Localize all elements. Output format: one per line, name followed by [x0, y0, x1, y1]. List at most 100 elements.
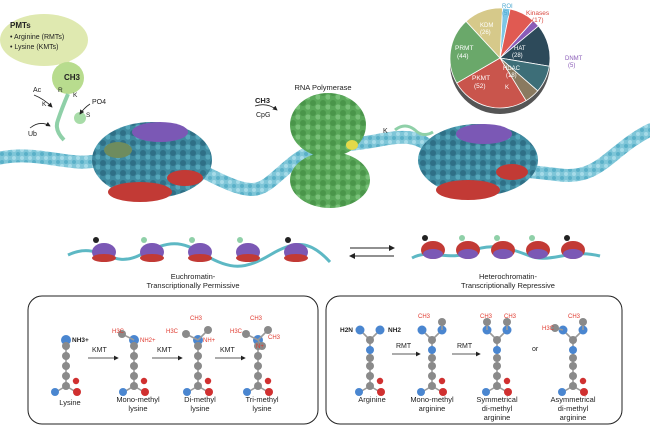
chain-atom	[428, 362, 436, 370]
pie-label-kdm: KDM	[480, 23, 493, 29]
nitrogen-atom	[51, 388, 59, 396]
arg-nh2: NH2	[388, 327, 401, 334]
pie-value-kdm: (26)	[480, 30, 491, 36]
arg-or: or	[532, 346, 539, 353]
oxygen-atom	[73, 388, 81, 396]
arg-name-arginine: Arginine	[358, 395, 386, 404]
rmt-1: RMT	[396, 343, 412, 350]
pie-chart	[449, 7, 551, 114]
arginine-molecules	[355, 318, 588, 396]
ch3-mid-label: CH3	[255, 96, 270, 105]
pie-value-roi: (5)	[502, 11, 509, 17]
carbon-atom	[194, 382, 202, 390]
carbon-atom	[254, 352, 262, 360]
chain-atom	[428, 354, 436, 362]
carbon-atom	[130, 342, 138, 350]
lys-name-mono-1: Mono-methyl	[116, 395, 160, 404]
pie-value-hat: (28)	[512, 53, 523, 59]
lys-di-h3c: H3C	[166, 329, 179, 335]
oxygen-atom	[439, 388, 447, 396]
arg-asym-h3c: H3C	[542, 326, 555, 332]
pmt-callout: PMTs • Arginine (RMTs) • Lysine (KMTs)	[0, 14, 88, 72]
heterochromatin-label-2: Transcriptionally Repressive	[461, 281, 555, 290]
carbon-atom	[254, 372, 262, 380]
methyl-carbon-atom	[258, 342, 266, 350]
lys-mono-h3c: H3C	[112, 329, 125, 335]
euchromatin-label-2: Transcriptionally Permissive	[146, 281, 239, 290]
oxygen-atom	[503, 377, 511, 385]
chain-atom	[366, 362, 374, 370]
arg-h2n: H2N	[340, 327, 353, 334]
histone-tail-right	[394, 124, 434, 137]
carbon-atom	[130, 362, 138, 370]
ub-arrow	[29, 121, 51, 129]
oxygen-atom	[580, 388, 588, 396]
oxygen-atom	[140, 377, 148, 385]
methyl-carbon-atom	[483, 318, 491, 326]
pie-value-prmt: (44)	[457, 53, 469, 60]
pmt-item-lysine: • Lysine (KMTs)	[10, 44, 58, 51]
chain-atom	[569, 382, 577, 390]
lys-name-mono-2: lysine	[128, 404, 147, 413]
nitrogen-atom	[558, 388, 566, 396]
nitrogen-atom	[119, 388, 127, 396]
carbon-atom	[130, 382, 138, 390]
nitrogen-atom	[375, 325, 385, 335]
chain-atom	[493, 346, 501, 354]
pie-label-hat: HAT	[514, 46, 526, 52]
chain-atom	[493, 372, 501, 380]
methyl-carbon-atom	[264, 326, 272, 334]
carbon-atom	[254, 362, 262, 370]
lysine-panel	[27, 295, 319, 425]
arg-name-asym-3: arginine	[560, 413, 587, 422]
pie-value-dnmt: (5)	[568, 63, 575, 69]
carbon-atom	[194, 352, 202, 360]
lysine-molecules	[51, 326, 273, 396]
pie-label-prmt: PRMT	[455, 45, 473, 52]
k-label: K	[73, 92, 78, 99]
lys-tri-n: N+	[256, 344, 264, 350]
nitrogen-atom	[417, 325, 427, 335]
ub-label: Ub	[28, 131, 37, 138]
k-right-label: K	[383, 128, 388, 135]
arg-name-asym-2: di-methyl	[558, 404, 589, 413]
po4-label: PO4	[92, 99, 106, 106]
lys-tri-ch3-top: CH3	[250, 316, 263, 322]
carbon-atom	[194, 372, 202, 380]
methyl-carbon-atom	[503, 318, 511, 326]
methyl-carbon-atom	[579, 318, 587, 326]
arginine-panel	[325, 295, 623, 425]
oxygen-atom	[377, 388, 385, 396]
nitrogen-atom	[355, 388, 363, 396]
chain-atom	[569, 362, 577, 370]
pie-label-roi: ROI	[502, 4, 513, 10]
chain-atom	[493, 354, 501, 362]
carbon-atom	[194, 342, 202, 350]
pmt-item-arginine: • Arginine (RMTs)	[10, 34, 64, 41]
carbon-atom	[62, 362, 70, 370]
euchromatin-label-1: Euchromatin-	[171, 272, 216, 281]
carbon-atom	[254, 382, 262, 390]
chain-atom	[493, 382, 501, 390]
oxygen-atom	[376, 377, 384, 385]
pie-value-hdac: (18)	[506, 73, 517, 79]
po4-arrow	[79, 103, 91, 115]
lys-name-lysine: Lysine	[59, 398, 80, 407]
arg-name-asym-1: Asymmetrical	[550, 395, 595, 404]
arg-mono-ch3: CH3	[418, 314, 431, 320]
pie-slice-kdm	[465, 7, 503, 59]
lys-di-nh: NH+	[203, 338, 216, 344]
pie-label-dnmt: DNMT	[565, 56, 583, 62]
nitrogen-atom	[183, 388, 191, 396]
kmt-2: KMT	[157, 347, 173, 354]
carbon-atom	[62, 372, 70, 380]
rna-polymerase-label: RNA Polymerase	[294, 83, 351, 92]
histone-tail-mods	[52, 62, 86, 142]
oxygen-atom	[205, 388, 213, 396]
nitrogen-atom	[61, 335, 71, 345]
chain-atom	[366, 372, 374, 380]
oxygen-atom	[204, 377, 212, 385]
rna-polymerase	[290, 93, 370, 208]
carbon-atom	[62, 382, 70, 390]
